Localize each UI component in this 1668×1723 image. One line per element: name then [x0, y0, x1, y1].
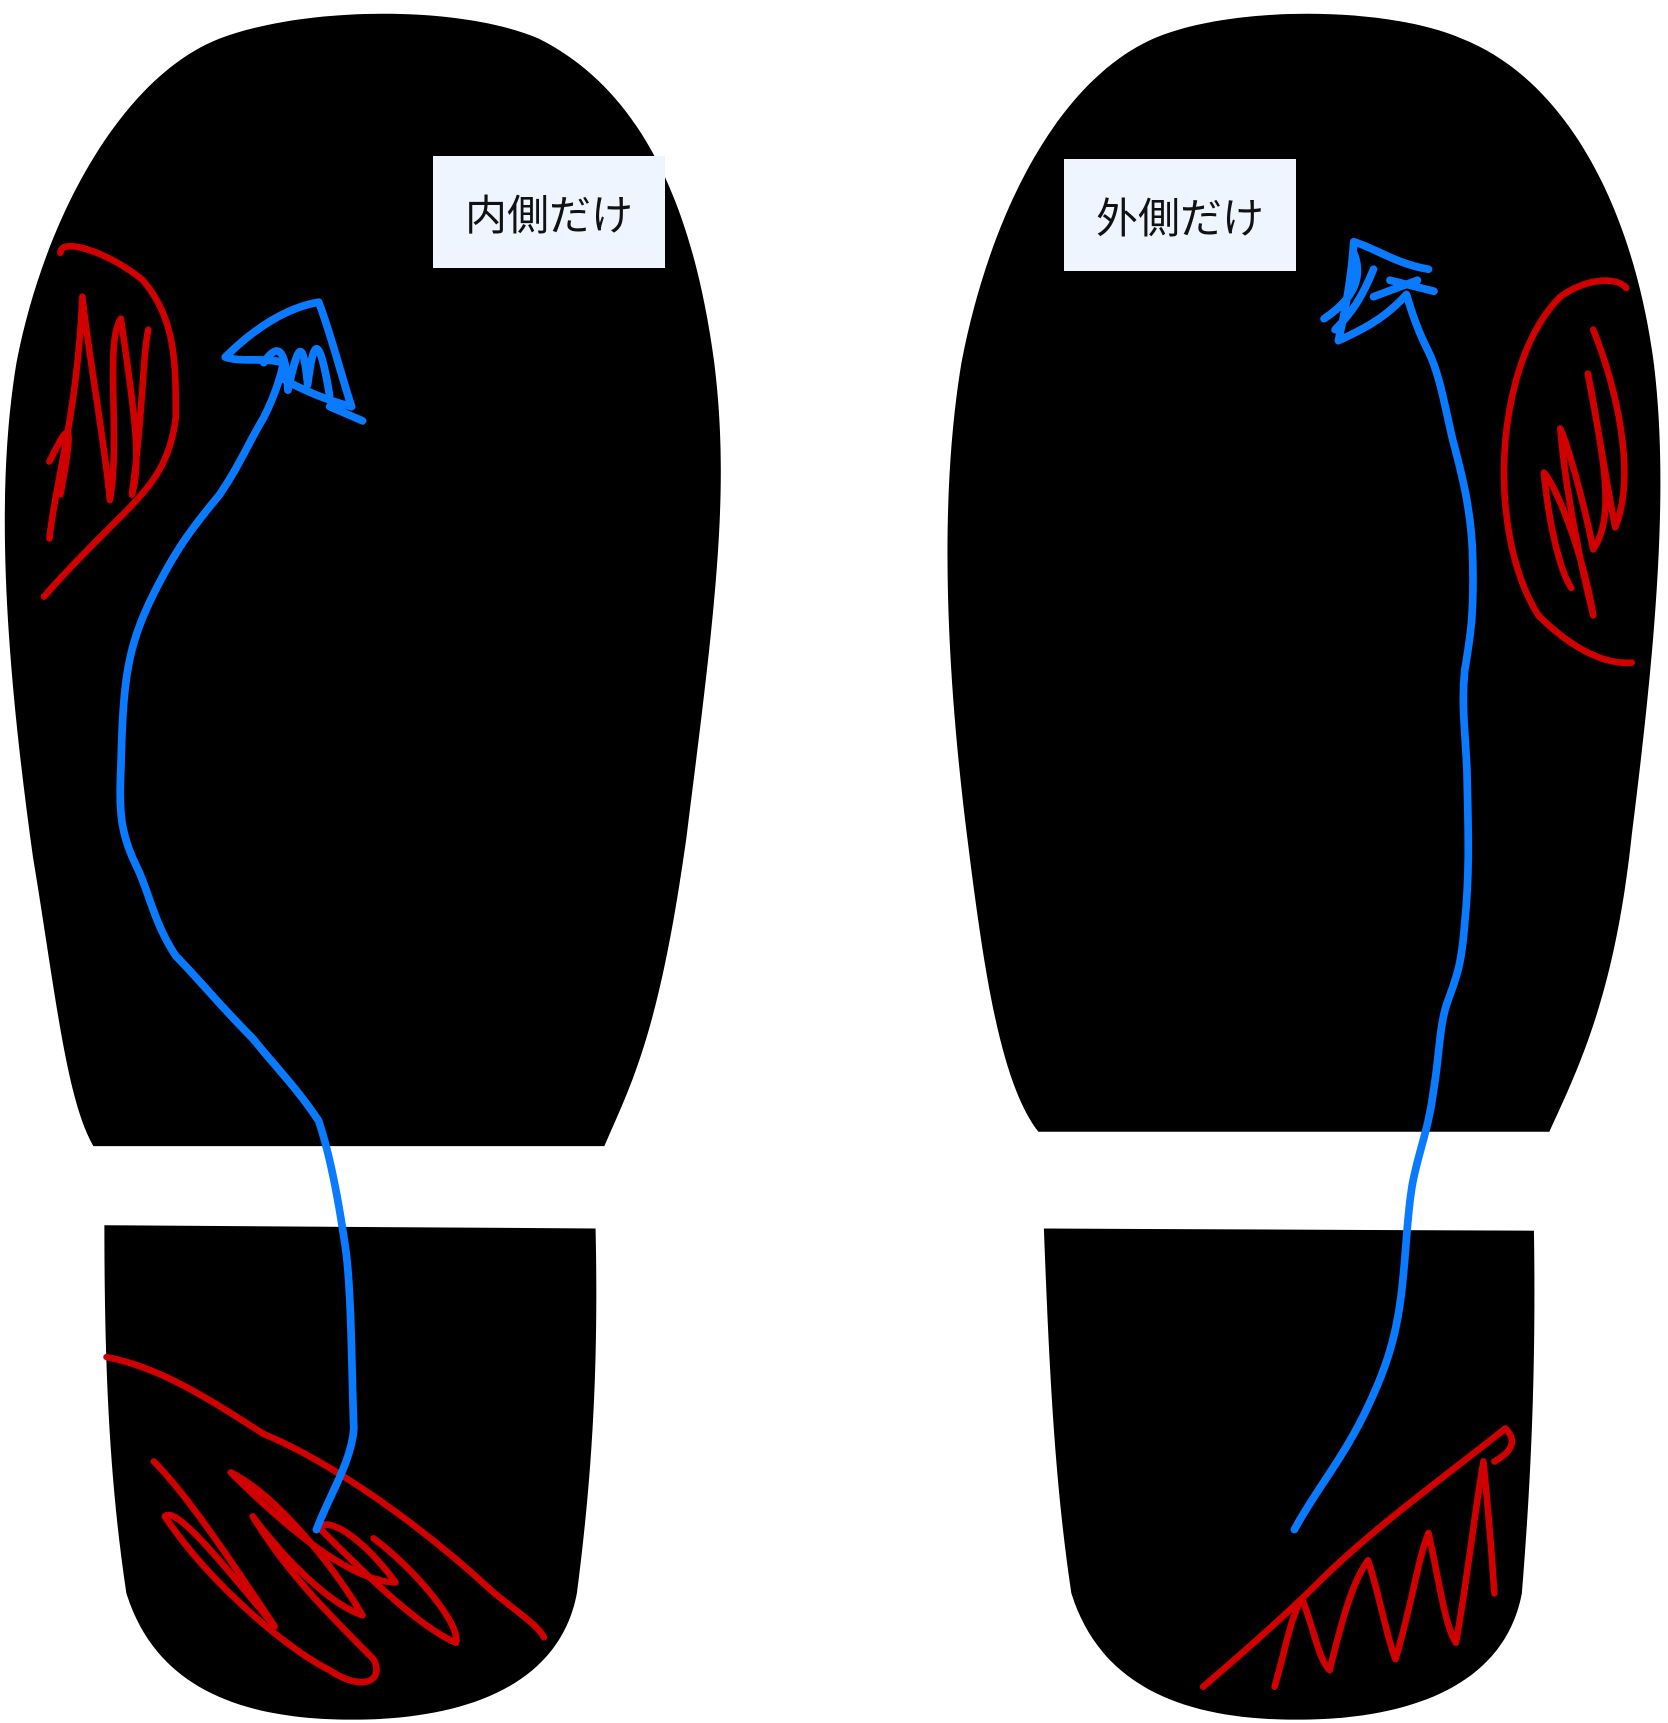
outer-only-label: 外側だけ — [1064, 159, 1296, 271]
right-heel-pressure-mark — [1199, 1425, 1516, 1691]
left-sole-heel — [104, 1225, 597, 1720]
left-sole-front — [4, 13, 721, 1147]
right-sole-heel — [1043, 1228, 1535, 1720]
right-weight-shift-arrow — [1290, 237, 1477, 1534]
right-sole-front — [947, 13, 1661, 1132]
inner-only-label: 内側だけ — [433, 156, 665, 268]
left-weight-shift-arrow — [116, 298, 367, 1534]
outer-only-text: 外側だけ — [1095, 193, 1264, 243]
left-toe-pressure-mark — [40, 242, 180, 600]
right-toe-pressure-mark — [1500, 277, 1636, 667]
inner-only-text: 内側だけ — [464, 190, 633, 240]
